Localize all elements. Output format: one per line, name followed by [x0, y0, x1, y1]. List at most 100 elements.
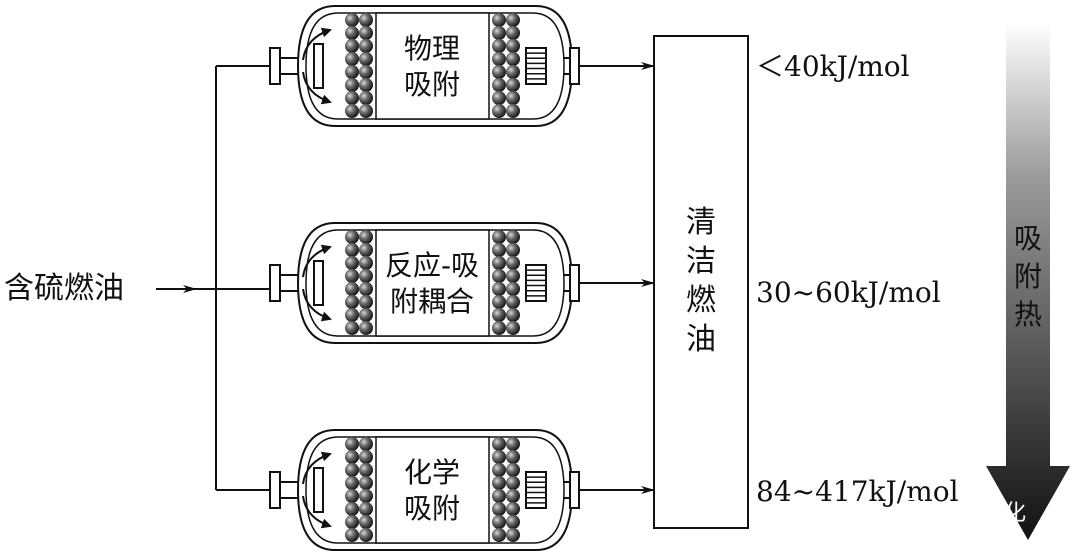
adsorbent-particle — [506, 282, 520, 296]
reactor-label-panel — [375, 12, 490, 120]
adsorbent-particle — [506, 463, 520, 477]
adsorbent-particle — [506, 437, 520, 451]
adsorbent-particle — [345, 269, 359, 283]
adsorbent-particle — [359, 321, 373, 335]
adsorbent-particle — [359, 39, 373, 53]
adsorbent-particle — [345, 256, 359, 270]
adsorbent-particle — [359, 26, 373, 40]
heat-label-char: 吸 — [1014, 222, 1042, 255]
adsorbent-particle — [506, 502, 520, 516]
adsorbent-particle — [492, 282, 506, 296]
adsorbent-particle — [492, 308, 506, 322]
outlet-filter — [525, 47, 547, 85]
flow-arrow-icon — [302, 244, 332, 278]
adsorbent-particle — [492, 450, 506, 464]
watermark-text: 超级石化 — [938, 501, 1026, 526]
clean-fuel-label: 清 洁 燃 油 — [686, 205, 716, 357]
wechat-icon — [900, 498, 934, 524]
reactor-label-line1: 反应-吸 — [385, 249, 479, 282]
outlet-filter — [525, 471, 547, 509]
adsorbent-particle — [345, 13, 359, 27]
adsorbent-particle — [359, 476, 373, 490]
adsorbent-particle — [359, 528, 373, 542]
adsorbent-particle — [345, 450, 359, 464]
reactor-inner-wall — [305, 436, 565, 544]
adsorbent-particle — [506, 13, 520, 27]
adsorbent-particle — [492, 321, 506, 335]
adsorbent-particle — [345, 502, 359, 516]
adsorbent-particle — [345, 476, 359, 490]
adsorbent-particle — [359, 65, 373, 79]
adsorbent-particle — [492, 65, 506, 79]
adsorbent-particle — [359, 104, 373, 118]
outlet-arrows — [578, 62, 655, 494]
outlet-filter — [525, 264, 547, 302]
outlet-flange — [569, 471, 580, 509]
adsorption-heat-arrow — [986, 22, 1070, 540]
adsorbent-particle — [359, 489, 373, 503]
adsorbent-particle — [492, 91, 506, 105]
adsorbent-particle — [506, 39, 520, 53]
heat-label-char: 附 — [1014, 260, 1042, 293]
adsorbent-particle — [506, 230, 520, 244]
adsorbent-particle — [345, 91, 359, 105]
adsorbent-particle — [506, 321, 520, 335]
adsorbent-particle — [506, 104, 520, 118]
adsorbent-particle — [359, 308, 373, 322]
adsorbent-particle — [345, 39, 359, 53]
adsorbent-particle — [345, 26, 359, 40]
flow-arrow-icon — [302, 451, 332, 485]
adsorbent-particle — [345, 295, 359, 309]
adsorbent-particle — [506, 91, 520, 105]
adsorbent-particle — [492, 243, 506, 257]
adsorbent-particle — [492, 78, 506, 92]
adsorbent-particle — [492, 489, 506, 503]
adsorbent-particle — [345, 321, 359, 335]
adsorbent-particle — [492, 295, 506, 309]
reactor-label-panel — [375, 436, 490, 544]
adsorbent-particle — [359, 13, 373, 27]
adsorbent-particle — [492, 52, 506, 66]
clean-fuel-char: 洁 — [686, 244, 716, 279]
clean-fuel-char: 燃 — [686, 283, 716, 318]
adsorbent-particle — [345, 230, 359, 244]
adsorbent-particle — [345, 52, 359, 66]
adsorbent-particle — [359, 256, 373, 270]
adsorbent-particle — [345, 489, 359, 503]
adsorbent-particle — [492, 256, 506, 270]
adsorbent-particle — [359, 78, 373, 92]
reactor-label-line2: 吸附 — [404, 68, 460, 101]
adsorbent-particle — [506, 295, 520, 309]
adsorbent-particle — [359, 295, 373, 309]
adsorbent-particle — [359, 463, 373, 477]
adsorbent-particle — [345, 243, 359, 257]
inlet-manifold — [196, 65, 270, 491]
distributor-plate — [313, 260, 324, 306]
clean-fuel-char: 清 — [686, 205, 716, 240]
input-label: 含硫燃油 — [4, 271, 124, 306]
adsorbent-particle — [506, 256, 520, 270]
inlet-flange — [269, 47, 281, 85]
heat-value-coupled: 30~60kJ/mol — [756, 276, 941, 309]
adsorbent-particle — [359, 91, 373, 105]
adsorbent-particle — [492, 13, 506, 27]
adsorbent-particle — [506, 528, 520, 542]
adsorption-heat-label: 吸 附 热 — [1014, 222, 1042, 331]
adsorbent-particle — [492, 502, 506, 516]
adsorbent-particle — [345, 515, 359, 529]
inlet-flange — [269, 471, 281, 509]
adsorbent-particle — [345, 282, 359, 296]
adsorbent-particle — [359, 243, 373, 257]
adsorbent-particle — [506, 489, 520, 503]
adsorbent-particle — [359, 282, 373, 296]
adsorbent-particle — [345, 65, 359, 79]
adsorbent-particle — [506, 78, 520, 92]
distributor-plate — [313, 43, 324, 89]
adsorbent-particle — [359, 515, 373, 529]
adsorbent-particle — [359, 502, 373, 516]
adsorbent-particle — [506, 65, 520, 79]
